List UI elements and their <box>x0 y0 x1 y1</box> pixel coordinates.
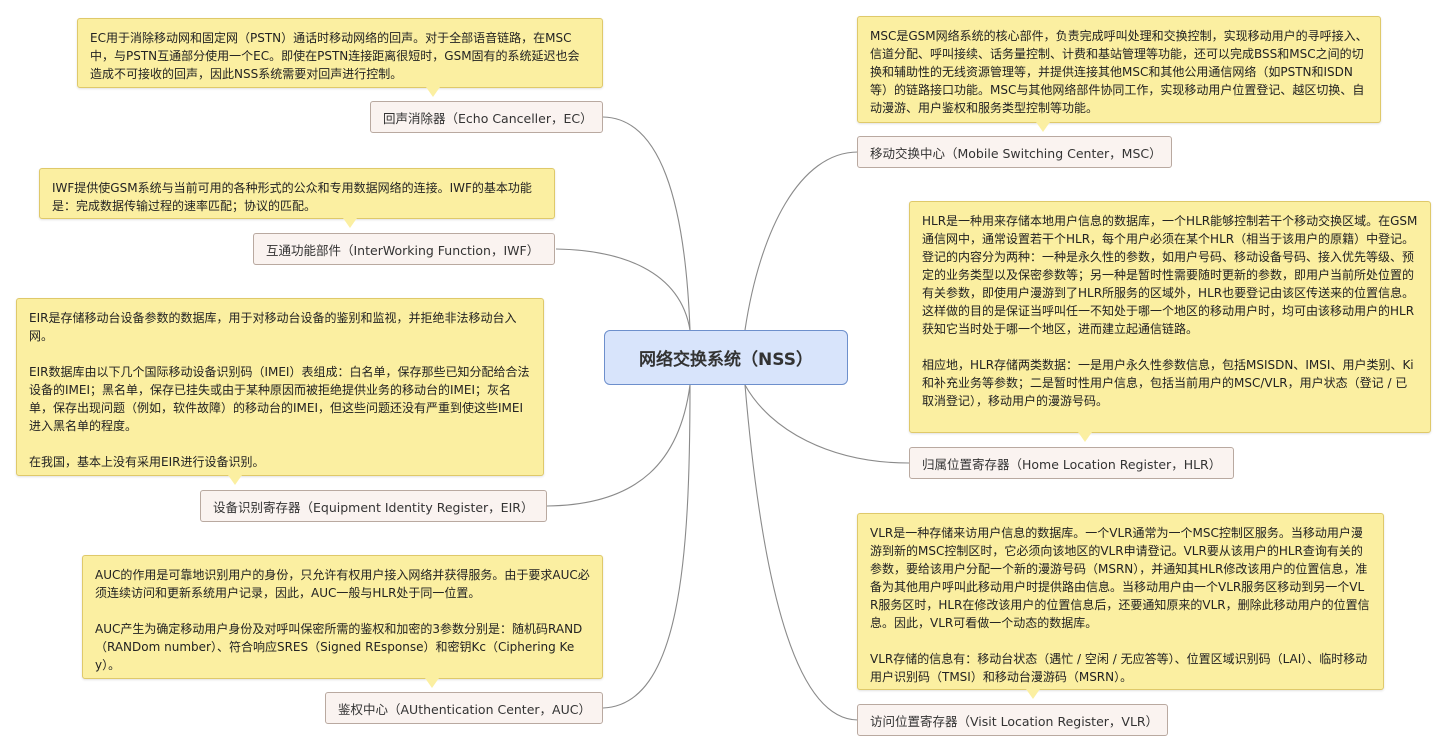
note-msc: MSC是GSM网络系统的核心部件，负责完成呼叫处理和交换控制，实现移动用户的寻呼… <box>857 16 1381 123</box>
note-ec-pointer <box>426 87 440 97</box>
topic-iwf[interactable]: 互通功能部件（InterWorking Function，IWF） <box>253 233 555 265</box>
note-msc-pointer <box>1036 122 1050 132</box>
connector-ec <box>602 116 691 331</box>
connector-auc <box>602 384 691 709</box>
central-topic-nss[interactable]: 网络交换系统（NSS） <box>604 330 848 385</box>
topic-ec[interactable]: 回声消除器（Echo Canceller，EC） <box>370 101 603 133</box>
note-vlr-pointer <box>1026 689 1040 699</box>
note-hlr: HLR是一种用来存储本地用户信息的数据库，一个HLR能够控制若干个移动交换区域。… <box>909 201 1431 433</box>
topic-vlr[interactable]: 访问位置寄存器（Visit Location Register，VLR） <box>857 704 1168 736</box>
note-auc-pointer <box>425 678 439 688</box>
connector-eir <box>546 384 691 507</box>
connector-hlr <box>744 384 910 464</box>
note-eir-pointer <box>228 475 242 485</box>
note-hlr-pointer <box>1078 432 1092 442</box>
note-iwf-pointer <box>343 218 357 228</box>
topic-auc[interactable]: 鉴权中心（AUthentication Center，AUC） <box>325 692 603 724</box>
topic-msc[interactable]: 移动交换中心（Mobile Switching Center，MSC） <box>857 136 1172 168</box>
note-vlr: VLR是一种存储来访用户信息的数据库。一个VLR通常为一个MSC控制区服务。当移… <box>857 513 1384 690</box>
connector-vlr <box>744 384 859 721</box>
connector-iwf <box>555 248 691 331</box>
topic-hlr[interactable]: 归属位置寄存器（Home Location Register，HLR） <box>909 447 1234 479</box>
note-iwf: IWF提供使GSM系统与当前可用的各种形式的公众和专用数据网络的连接。IWF的基… <box>39 168 555 219</box>
topic-eir[interactable]: 设备识别寄存器（Equipment Identity Register，EIR） <box>200 490 547 522</box>
note-eir: EIR是存储移动台设备参数的数据库，用于对移动台设备的鉴别和监视，并拒绝非法移动… <box>16 298 544 476</box>
connector-msc <box>744 151 859 331</box>
note-ec: EC用于消除移动网和固定网（PSTN）通话时移动网络的回声。对于全部语音链路，在… <box>77 18 603 88</box>
note-auc: AUC的作用是可靠地识别用户的身份，只允许有权用户接入网络并获得服务。由于要求A… <box>82 555 603 679</box>
